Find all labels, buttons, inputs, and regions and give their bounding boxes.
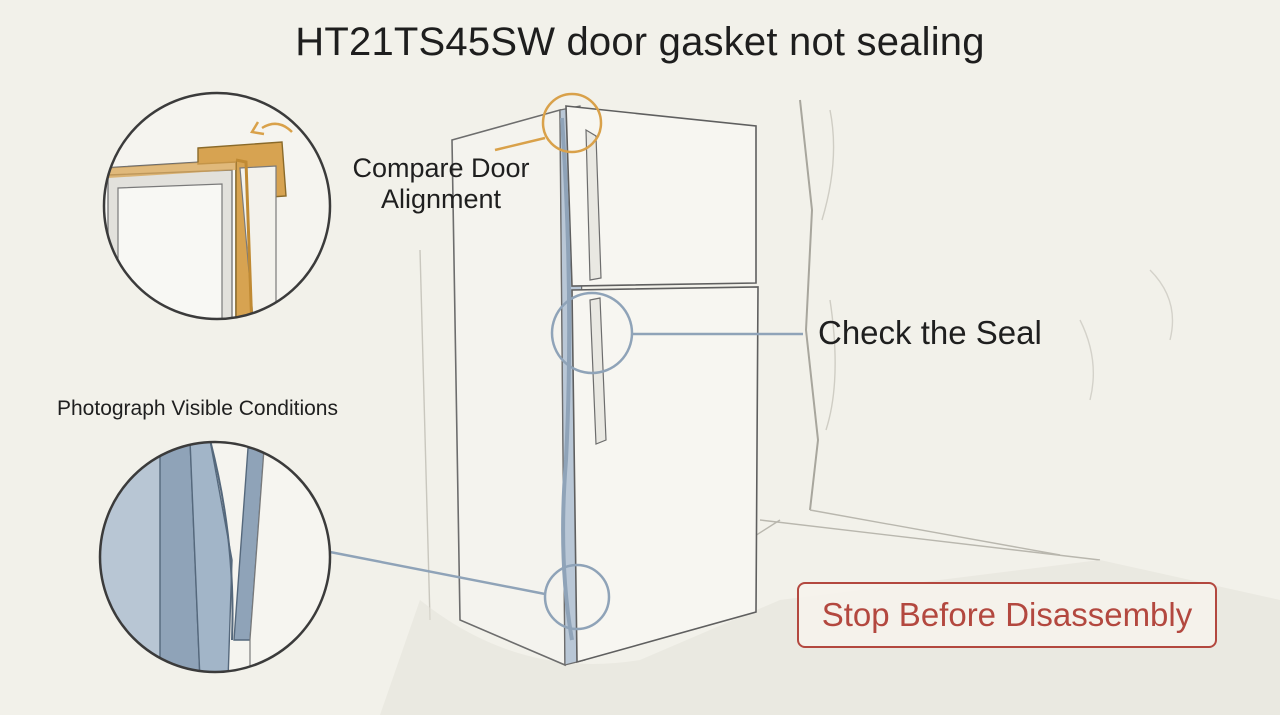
page-title: HT21TS45SW door gasket not sealing bbox=[295, 20, 985, 64]
alignment-marker bbox=[494, 92, 603, 154]
callout-photograph-conditions: Photograph Visible Conditions bbox=[57, 397, 338, 420]
seal-marker bbox=[550, 291, 803, 375]
stop-warning-box: Stop Before Disassembly bbox=[797, 582, 1217, 648]
callout-door-alignment: Compare Door Alignment bbox=[352, 153, 530, 215]
gasket-zoom-circle bbox=[98, 440, 332, 674]
callout-check-seal: Check the Seal bbox=[818, 314, 1042, 351]
stop-warning-label: Stop Before Disassembly bbox=[821, 596, 1193, 633]
alignment-zoom-circle bbox=[102, 91, 332, 321]
refrigerator bbox=[451, 105, 759, 667]
photo-marker bbox=[329, 550, 611, 631]
